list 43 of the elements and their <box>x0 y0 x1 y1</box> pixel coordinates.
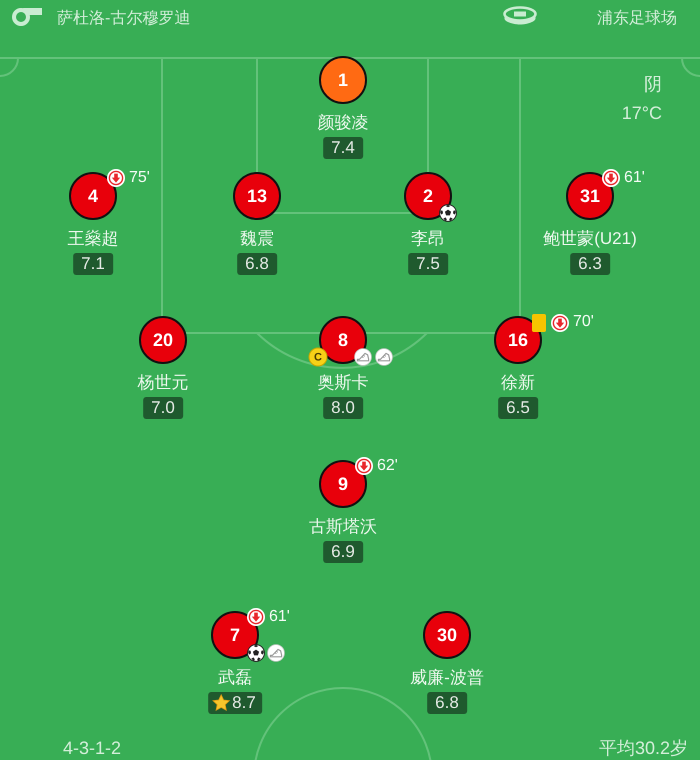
player-circle: 9 <box>319 460 367 508</box>
rating-value: 8.0 <box>331 398 355 418</box>
referee-name: 萨杜洛-古尔穆罗迪 <box>57 9 190 29</box>
rating-value: 6.5 <box>506 398 530 418</box>
rating-value: 7.1 <box>81 254 105 274</box>
player-name: 古斯塔沃 <box>309 517 377 537</box>
rating-value: 6.8 <box>435 693 459 713</box>
player-name: 武磊 <box>218 668 252 688</box>
temperature: 17°C <box>622 103 662 123</box>
player-circle: 20 <box>139 316 187 364</box>
player-name: 杨世元 <box>138 373 188 393</box>
substitution-minute: 61' <box>269 608 290 626</box>
player-name: 威廉-波普 <box>410 668 484 688</box>
player-circle: 2 <box>404 172 452 220</box>
rating-value: 6.8 <box>245 254 269 274</box>
captain-badge: C <box>308 348 328 366</box>
weather: 阴 <box>644 74 662 94</box>
player-circle: 4 <box>69 172 117 220</box>
player-name: 李昂 <box>411 229 445 249</box>
substitution-minute: 70' <box>573 313 594 331</box>
rating-value: 7.4 <box>331 138 355 158</box>
average-age: 平均30.2岁 <box>598 738 688 758</box>
player-circle: 30 <box>423 611 471 659</box>
player-circle: 16 <box>494 316 542 364</box>
substitution-minute: 61' <box>624 169 645 187</box>
player-circle: 31 <box>566 172 614 220</box>
player-circle: 1 <box>319 56 367 104</box>
player-name: 奥斯卡 <box>318 373 368 393</box>
rating-value: 6.9 <box>331 542 355 562</box>
player-name: 颜骏凌 <box>318 113 368 133</box>
substitution-minute: 62' <box>377 457 398 475</box>
substitution-minute: 75' <box>129 169 150 187</box>
player-name: 魏震 <box>240 229 274 249</box>
player-circle: 13 <box>233 172 281 220</box>
rating-value: 7.0 <box>151 398 175 418</box>
player-name: 鲍世蒙(U21) <box>543 229 637 249</box>
rating-value: 8.7 <box>232 693 256 713</box>
rating-value: 7.5 <box>416 254 440 274</box>
player-name: 徐新 <box>501 373 535 393</box>
formation: 4-3-1-2 <box>63 738 122 758</box>
stadium-name: 浦东足球场 <box>597 9 677 29</box>
player-name: 王燊超 <box>68 229 118 249</box>
rating-value: 6.3 <box>578 254 602 274</box>
